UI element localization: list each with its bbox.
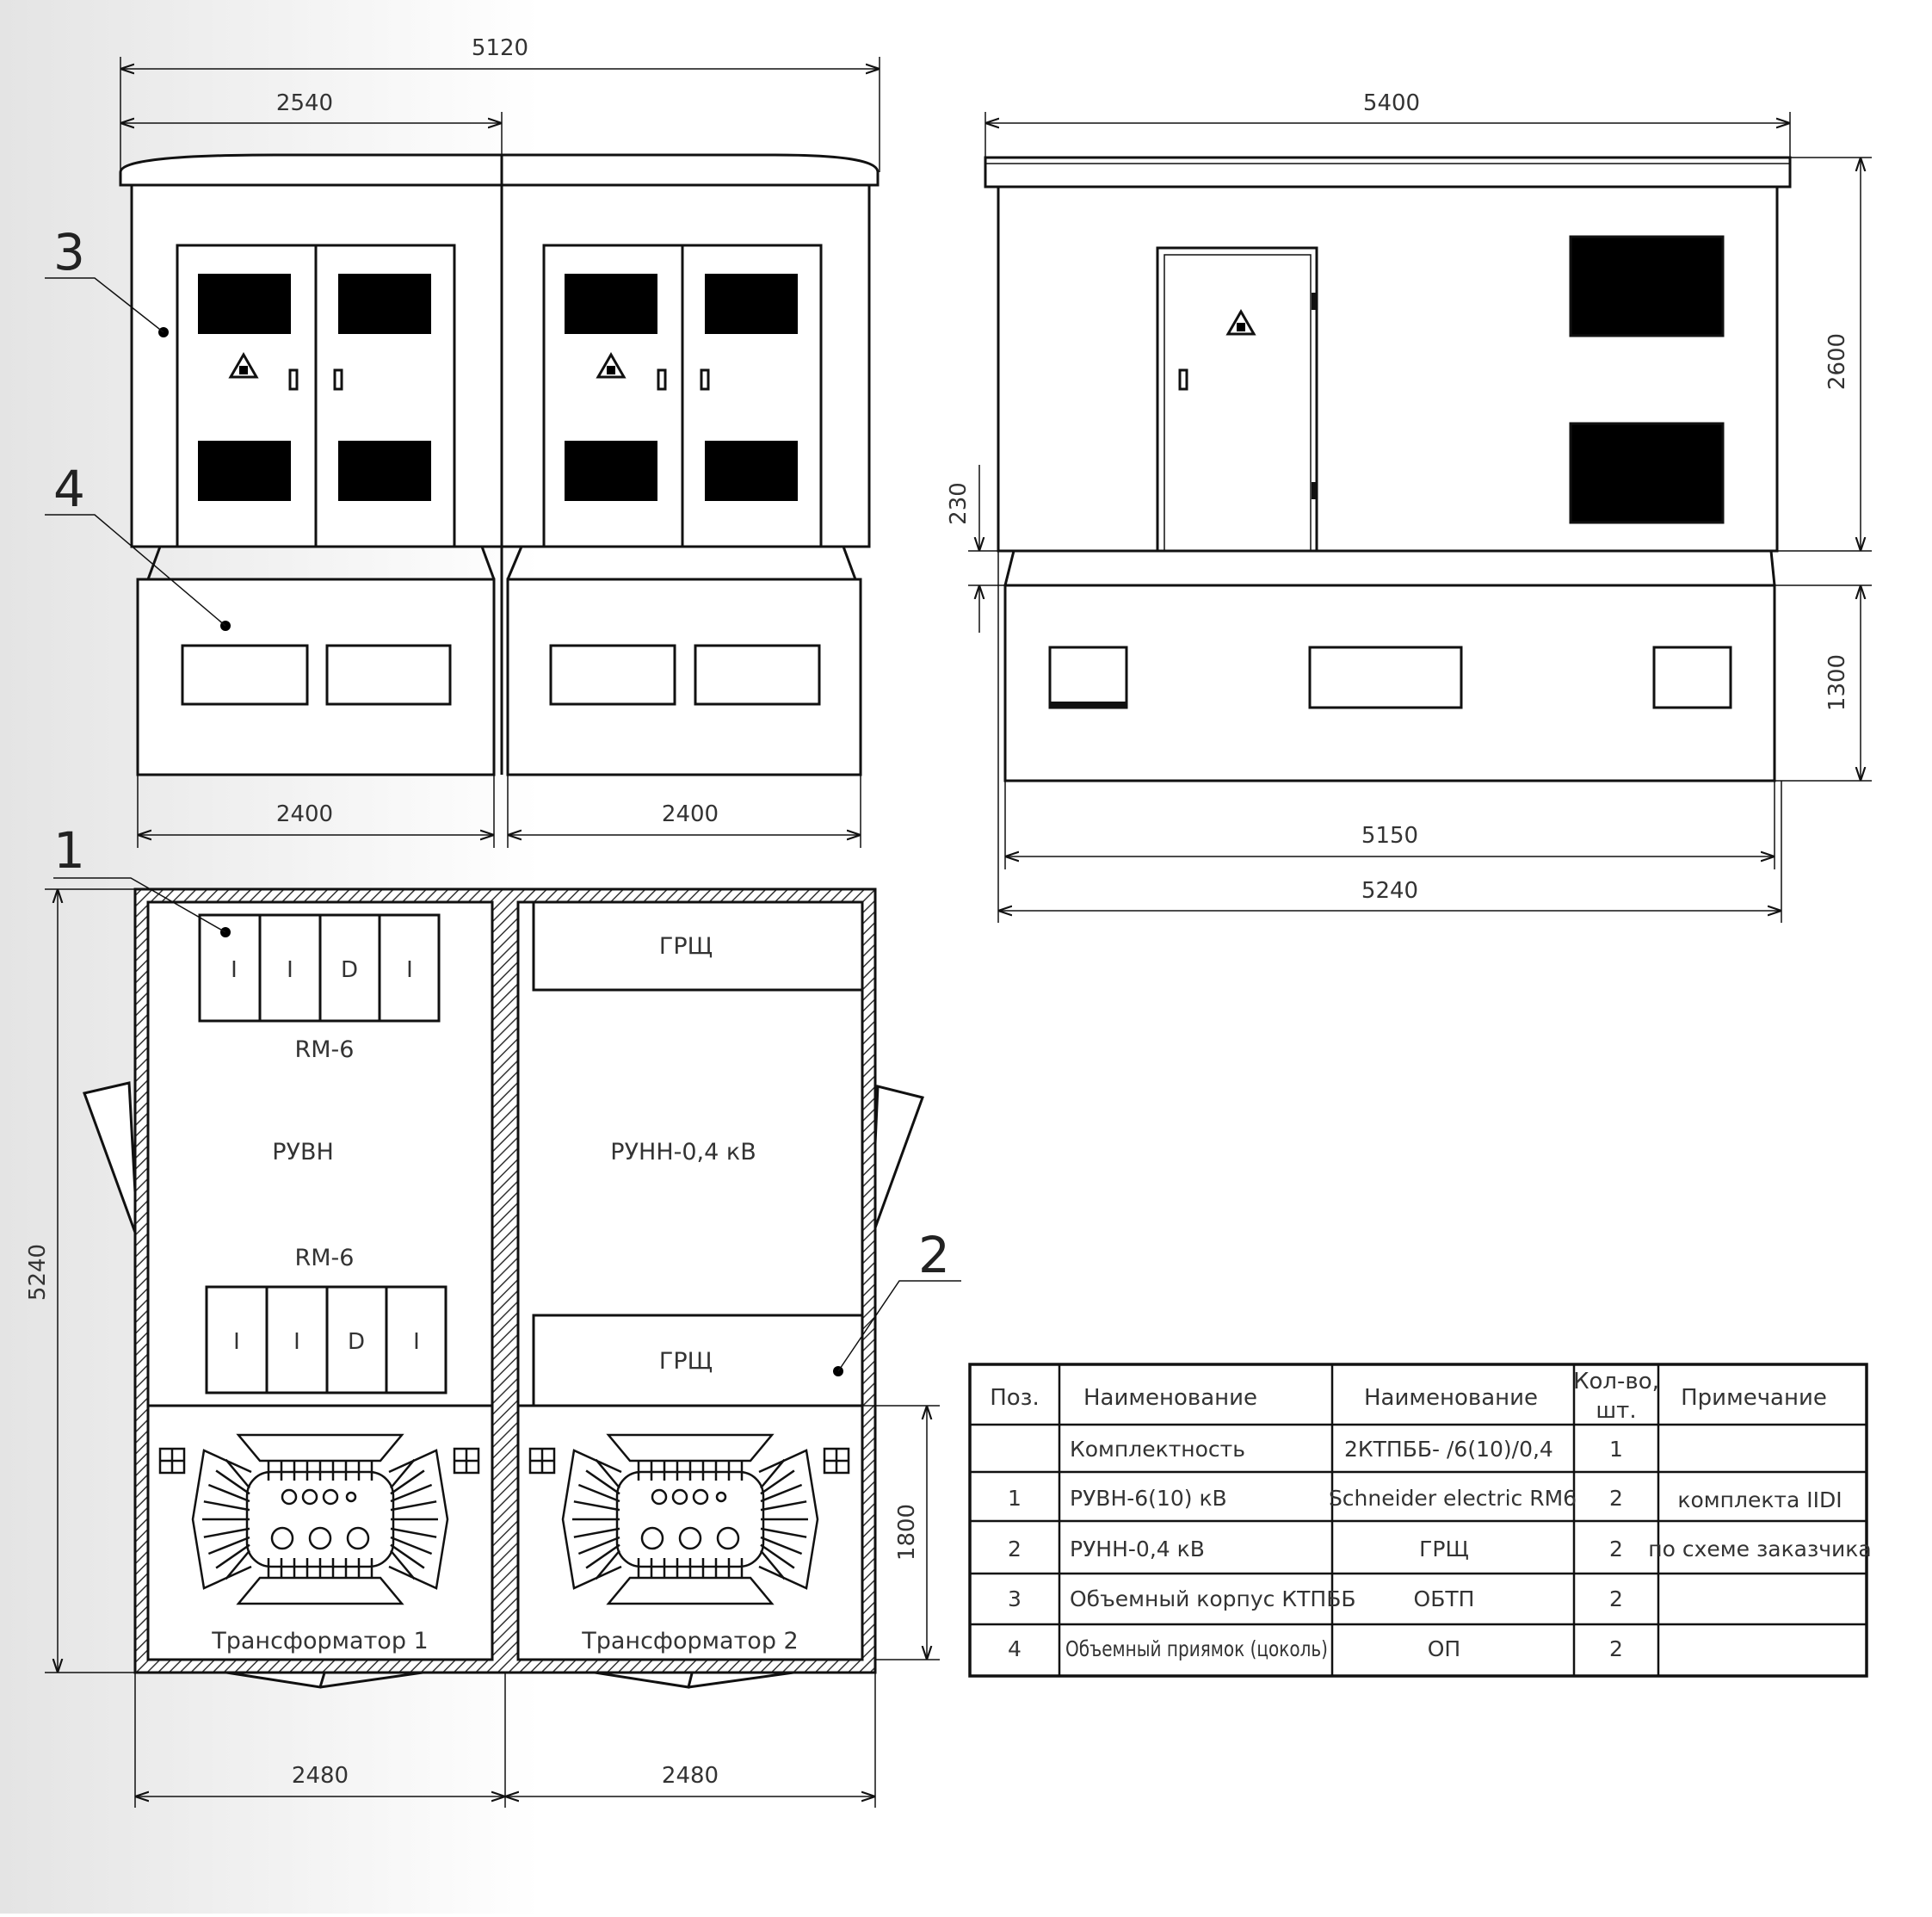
row-pos: 2 — [1008, 1537, 1022, 1561]
transformer-2-label: Трансформатор 2 — [581, 1628, 798, 1654]
warning-icon — [228, 351, 627, 379]
header-type: Наименование — [1364, 1385, 1538, 1411]
header-name: Наименование — [1083, 1385, 1257, 1411]
row-name: РУВН-6(10) кВ — [1070, 1486, 1227, 1511]
left-plinth — [136, 578, 496, 776]
dim-side-roof: 5400 — [1363, 90, 1420, 116]
table-row: 2 РУНН-0,4 кВ ГРЩ 2 по схеме заказчика — [1008, 1537, 1872, 1561]
side-vent-lower — [1569, 422, 1725, 524]
front-roof — [119, 153, 880, 187]
position-label-4: 4 — [53, 460, 85, 518]
table-row: 1 РУВН-6(10) кВ Schneider electric RM6 2… — [1008, 1486, 1842, 1512]
side-vent-upper — [1569, 235, 1725, 337]
cell-label: D — [348, 1329, 365, 1355]
side-dimension-lines — [968, 112, 1872, 923]
front-view — [45, 153, 880, 776]
grsch-bottom-label: ГРЩ — [659, 1348, 713, 1375]
door-handles — [288, 368, 710, 391]
dim-front-half: 2540 — [276, 90, 333, 116]
position-label-1: 1 — [53, 821, 85, 880]
dim-side-base-height: 1300 — [1824, 654, 1850, 711]
side-transition — [1003, 549, 1776, 586]
row-name: Объемный корпус КТПББ — [1070, 1586, 1356, 1611]
row-type: Schneider electric RM6 — [1329, 1486, 1577, 1511]
cell-label: D — [341, 957, 358, 983]
cell-label: I — [406, 957, 413, 983]
position-label-3: 3 — [53, 223, 85, 281]
dim-side-gap: 230 — [946, 482, 972, 525]
grsch-bottom-block — [532, 1314, 864, 1407]
header-pos: Поз. — [990, 1385, 1040, 1411]
row-qty: 2 — [1609, 1636, 1623, 1661]
header-qty: Кол-во, — [1573, 1369, 1659, 1394]
plan-view — [53, 877, 961, 1689]
row-type: ОБТП — [1414, 1586, 1475, 1611]
dim-plan-width-left: 2480 — [292, 1763, 349, 1789]
row-qty: 2 — [1609, 1586, 1623, 1611]
rm6-bottom-label: RM-6 — [295, 1245, 355, 1271]
vent-grilles — [198, 274, 798, 501]
position-label-2: 2 — [918, 1226, 950, 1284]
plan-labels: I I D I I I D I RM-6 РУВН RM-6 ГРЩ РУНН-… — [211, 933, 798, 1654]
right-transition — [506, 545, 857, 580]
row-qty: 1 — [1609, 1437, 1623, 1462]
row-note: по схеме заказчика — [1648, 1537, 1871, 1561]
dim-front-base-left: 2400 — [276, 801, 333, 827]
warning-icon — [1225, 308, 1256, 336]
front-dimension-lines — [120, 57, 880, 848]
rm6-top-label: RM-6 — [295, 1036, 355, 1063]
table-header: Поз. Наименование Наименование Кол-во, ш… — [990, 1369, 1827, 1424]
cell-label: I — [233, 1329, 240, 1355]
table-row: Комплектность 2КТПББ- /6(10)/0,4 1 — [1070, 1437, 1623, 1462]
left-transition — [146, 545, 496, 580]
transformer-1-label: Трансформатор 1 — [211, 1628, 428, 1654]
cell-label: I — [231, 957, 238, 983]
grsch-top-label: ГРЩ — [659, 933, 713, 960]
row-pos: 3 — [1008, 1586, 1022, 1611]
corner-hooks — [158, 1447, 850, 1475]
runn-label: РУНН-0,4 кВ — [610, 1139, 756, 1166]
ruvn-label: РУВН — [272, 1139, 334, 1166]
header-qty-unit: шт. — [1596, 1398, 1636, 1424]
dim-plan-transformer-zone: 1800 — [894, 1504, 920, 1561]
plan-left-room — [146, 900, 494, 1661]
side-plinth — [1003, 584, 1776, 782]
plan-dimension-lines — [45, 888, 940, 1808]
row-pos: 4 — [1008, 1636, 1022, 1661]
grsch-top-block — [532, 900, 864, 992]
row-type: ГРЩ — [1419, 1537, 1469, 1561]
row-note: комплекта IIDI — [1677, 1487, 1842, 1512]
cell-label: I — [413, 1329, 420, 1355]
transformer-2-symbol — [561, 1433, 819, 1605]
right-plinth — [506, 578, 862, 776]
row-name: Объемный приямок (цоколь) — [1065, 1636, 1328, 1661]
dim-plan-length: 5240 — [25, 1244, 51, 1301]
row-name: РУНН-0,4 кВ — [1070, 1537, 1205, 1561]
row-pos: 1 — [1008, 1486, 1022, 1511]
row-qty: 2 — [1609, 1537, 1623, 1561]
cell-label: I — [293, 1329, 300, 1355]
dim-side-total-width: 5240 — [1361, 878, 1418, 904]
specification-table — [968, 1363, 1868, 1678]
row-qty: 2 — [1609, 1486, 1623, 1511]
dim-plan-width-right: 2480 — [662, 1763, 719, 1789]
side-view — [984, 156, 1792, 782]
dim-front-base-right: 2400 — [662, 801, 719, 827]
header-note: Примечание — [1681, 1385, 1827, 1411]
transformer-1-symbol — [191, 1433, 449, 1605]
dim-side-height: 2600 — [1824, 333, 1850, 390]
cell-label: I — [287, 957, 293, 983]
dim-front-total: 5120 — [472, 35, 528, 61]
row-type: 2КТПББ- /6(10)/0,4 — [1344, 1437, 1553, 1462]
row-name: Комплектность — [1070, 1437, 1245, 1462]
side-roof — [984, 156, 1792, 189]
plan-right-room — [516, 900, 864, 1661]
table-row: 4 Объемный приямок (цоколь) ОП 2 — [1008, 1636, 1623, 1661]
row-type: ОП — [1428, 1636, 1460, 1661]
dim-side-base-width: 5150 — [1361, 823, 1418, 849]
table-row: 3 Объемный корпус КТПББ ОБТП 2 — [1008, 1586, 1623, 1611]
